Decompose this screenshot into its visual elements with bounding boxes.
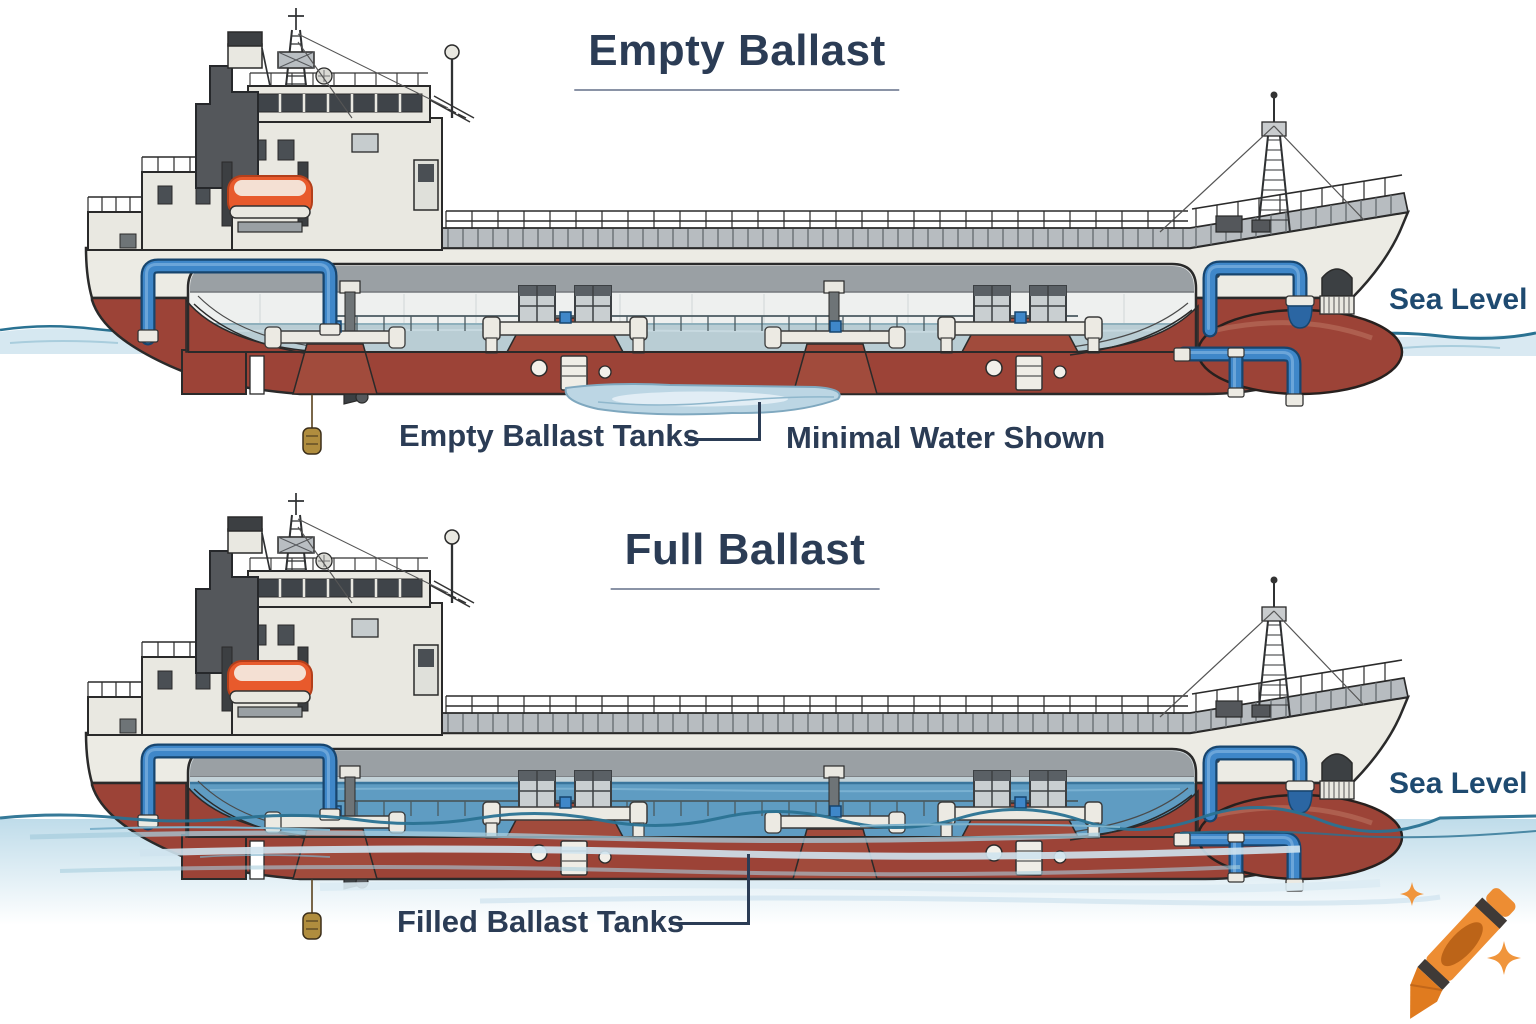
empty-ballast-panel: Empty Ballast Sea Level Empty Ballast Ta… [0,0,1536,505]
callout-line [688,402,761,441]
ship-illustration-full [0,485,1536,955]
sea-level-label: Sea Level [1389,767,1528,800]
callout-line [670,854,750,925]
sea-level-label: Sea Level [1389,283,1528,316]
empty-ballast-tanks-label: Empty Ballast Tanks [399,418,700,453]
panel-title-full: Full Ballast [610,525,880,590]
filled-ballast-tanks-label: Filled Ballast Tanks [397,904,685,939]
crayon-icon [1386,854,1536,1024]
minimal-water-label: Minimal Water Shown [786,420,1106,455]
full-ballast-panel: Full Ballast Sea Level Filled Ballast Ta… [0,493,1536,1024]
ship-illustration-empty [0,0,1536,470]
panel-title-empty: Empty Ballast [574,26,900,91]
